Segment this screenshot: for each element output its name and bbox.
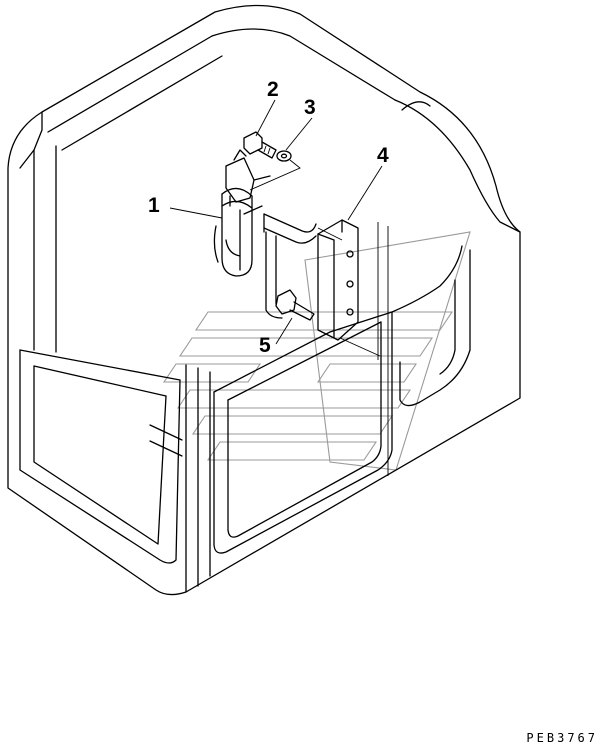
bolt-part-2: [243, 131, 277, 159]
watermark-logo: [162, 231, 471, 471]
extinguisher-part-1: [213, 149, 271, 277]
cab-body: [7, 4, 521, 596]
leader-lines: [169, 99, 383, 345]
callout-3: 3: [304, 96, 316, 119]
washer-part-3: [276, 150, 292, 162]
bracket-part-4: [317, 219, 381, 357]
callout-5: 5: [259, 334, 271, 357]
callout-1: 1: [148, 194, 160, 217]
drawing-code: PEB3767: [526, 731, 598, 745]
bolt-part-5: [275, 289, 315, 321]
callout-4: 4: [377, 144, 389, 167]
connector-pipe: [263, 213, 343, 319]
callout-2: 2: [267, 78, 279, 101]
